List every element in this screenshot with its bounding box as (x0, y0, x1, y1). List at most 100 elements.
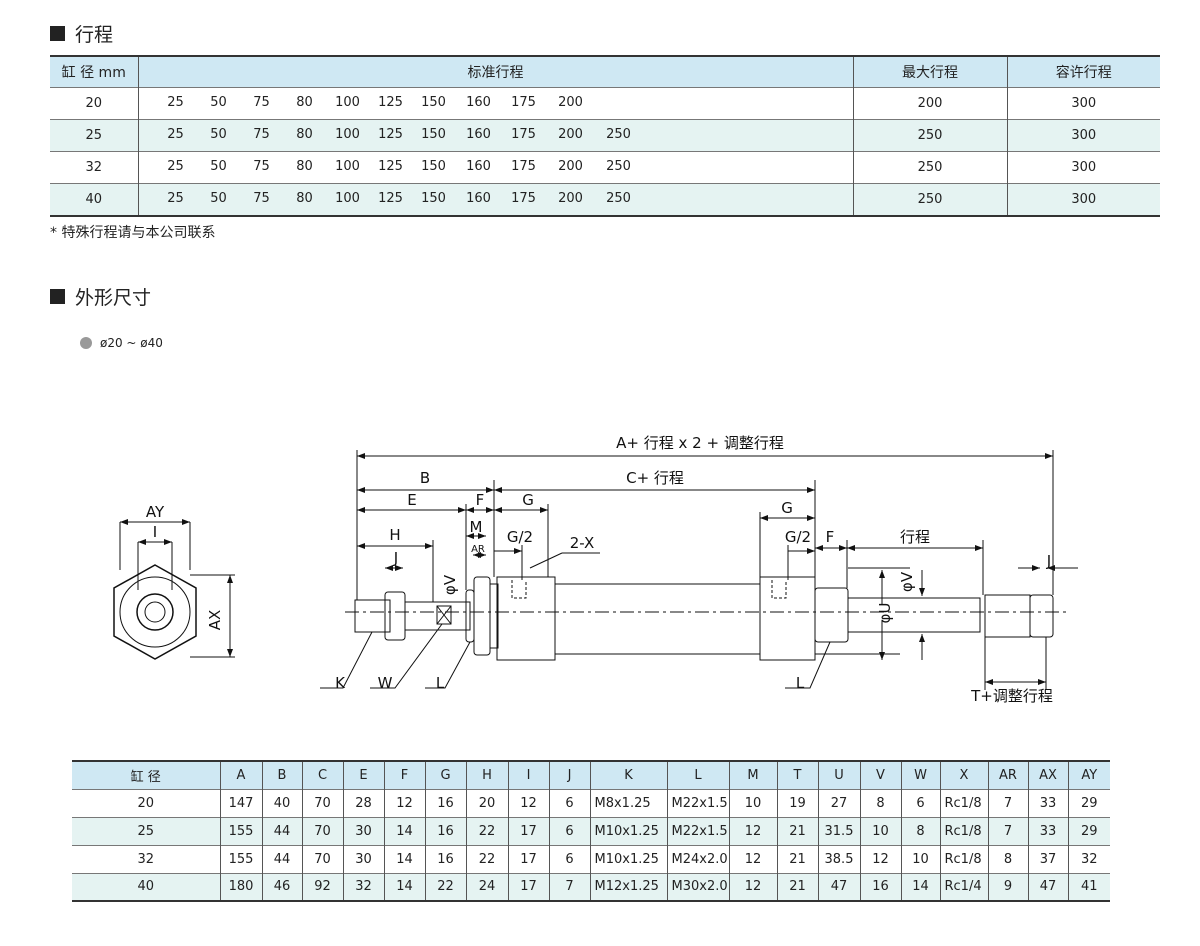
dim-cell: 70 (301, 844, 343, 873)
dim-cell: 29 (1067, 788, 1110, 817)
label-stroke: 行程 (900, 528, 930, 546)
label-l-right: L (796, 674, 805, 692)
header-2: B (261, 761, 302, 789)
stroke-value: 75 (253, 158, 270, 174)
dim-cell: 32 (342, 872, 384, 901)
dim-cell: 22 (465, 816, 508, 845)
dim-cell: 14 (383, 872, 425, 901)
dim-cell: 8 (987, 844, 1028, 873)
bore-cell: 32 (50, 150, 138, 183)
square-bullet-icon (50, 26, 65, 41)
label-w: W (378, 674, 393, 692)
stroke-value: 200 (558, 94, 583, 110)
dim-cell: 6 (548, 844, 590, 873)
label-ax: AX (206, 610, 224, 631)
dim-cell: 12 (383, 788, 425, 817)
stroke-value: 75 (253, 126, 270, 142)
max-stroke-cell: 250 (852, 182, 1007, 216)
header-17: X (939, 761, 988, 789)
max-stroke-cell: 250 (852, 118, 1007, 151)
stroke-value: 200 (558, 126, 583, 142)
allow-stroke-cell: 300 (1006, 118, 1160, 151)
stroke-value: 125 (378, 190, 403, 206)
label-c: C+ 行程 (626, 469, 684, 487)
dim-cell: 10 (728, 788, 777, 817)
header-18: AR (987, 761, 1028, 789)
dim-cell: 25 (72, 816, 220, 845)
label-j: J (393, 549, 398, 567)
dim-cell: 16 (424, 788, 466, 817)
dim-cell: Rc1/4 (939, 872, 988, 901)
header-14: U (817, 761, 860, 789)
dim-cell: 37 (1027, 844, 1068, 873)
stroke-value: 50 (210, 126, 227, 142)
label-v: φV (441, 574, 459, 595)
dim-cell: 32 (72, 844, 220, 873)
dim-cell: M10x1.25 (589, 844, 667, 873)
stroke-note: * 特殊行程请与本公司联系 (50, 225, 216, 241)
header-20: AY (1067, 761, 1110, 789)
dim-cell: 22 (465, 844, 508, 873)
stroke-value: 100 (335, 158, 360, 174)
stroke-value: 75 (253, 94, 270, 110)
stroke-value: 150 (421, 126, 446, 142)
label-ar: AR (471, 544, 485, 555)
label-g-half: G/2 (507, 528, 533, 546)
stroke-value: 50 (210, 190, 227, 206)
dim-cell: 10 (900, 844, 940, 873)
label-t: T+调整行程 (970, 687, 1053, 705)
dim-cell: 19 (776, 788, 818, 817)
label-j-right: J (1046, 552, 1051, 570)
dim-cell: 33 (1027, 788, 1068, 817)
stroke-value: 160 (466, 190, 491, 206)
dim-cell: 31.5 (817, 816, 860, 845)
stroke-value: 125 (378, 94, 403, 110)
dim-cell: 33 (1027, 816, 1068, 845)
label-f-right: F (826, 528, 835, 546)
stroke-value: 175 (511, 126, 536, 142)
dim-cell: M10x1.25 (589, 816, 667, 845)
stroke-value: 250 (606, 190, 631, 206)
dim-cell: 30 (342, 816, 384, 845)
dim-cell: 147 (219, 788, 262, 817)
dim-cell: 7 (987, 816, 1028, 845)
stroke-value: 250 (606, 158, 631, 174)
header-9: J (548, 761, 590, 789)
dim-cell: 180 (219, 872, 262, 901)
stroke-value: 25 (167, 126, 184, 142)
stroke-value: 25 (167, 158, 184, 174)
stroke-value: 100 (335, 94, 360, 110)
dim-cell: 47 (817, 872, 860, 901)
dim-cell: 10 (859, 816, 901, 845)
dim-cell: 16 (424, 844, 466, 873)
dim-cell: M30x2.0 (666, 872, 729, 901)
dim-cell: M24x2.0 (666, 844, 729, 873)
dim-cell: 92 (301, 872, 343, 901)
header-3: C (301, 761, 343, 789)
dim-cell: 70 (301, 816, 343, 845)
stroke-value: 25 (167, 94, 184, 110)
dim-cell: 38.5 (817, 844, 860, 873)
dim-cell: 16 (859, 872, 901, 901)
stroke-value: 125 (378, 158, 403, 174)
header-13: T (776, 761, 818, 789)
header-19: AX (1027, 761, 1068, 789)
dim-cell: 12 (859, 844, 901, 873)
dim-cell: 44 (261, 816, 302, 845)
label-a: A+ 行程 x 2 + 调整行程 (616, 434, 784, 452)
header-standard-stroke: 标准行程 (137, 56, 853, 87)
max-stroke-cell: 250 (852, 150, 1007, 183)
label-e: E (407, 491, 416, 509)
header-4: E (342, 761, 384, 789)
dim-cell: 6 (548, 816, 590, 845)
stroke-value: 125 (378, 126, 403, 142)
dim-cell: Rc1/8 (939, 844, 988, 873)
dim-cell: 7 (987, 788, 1028, 817)
header-10: K (589, 761, 667, 789)
